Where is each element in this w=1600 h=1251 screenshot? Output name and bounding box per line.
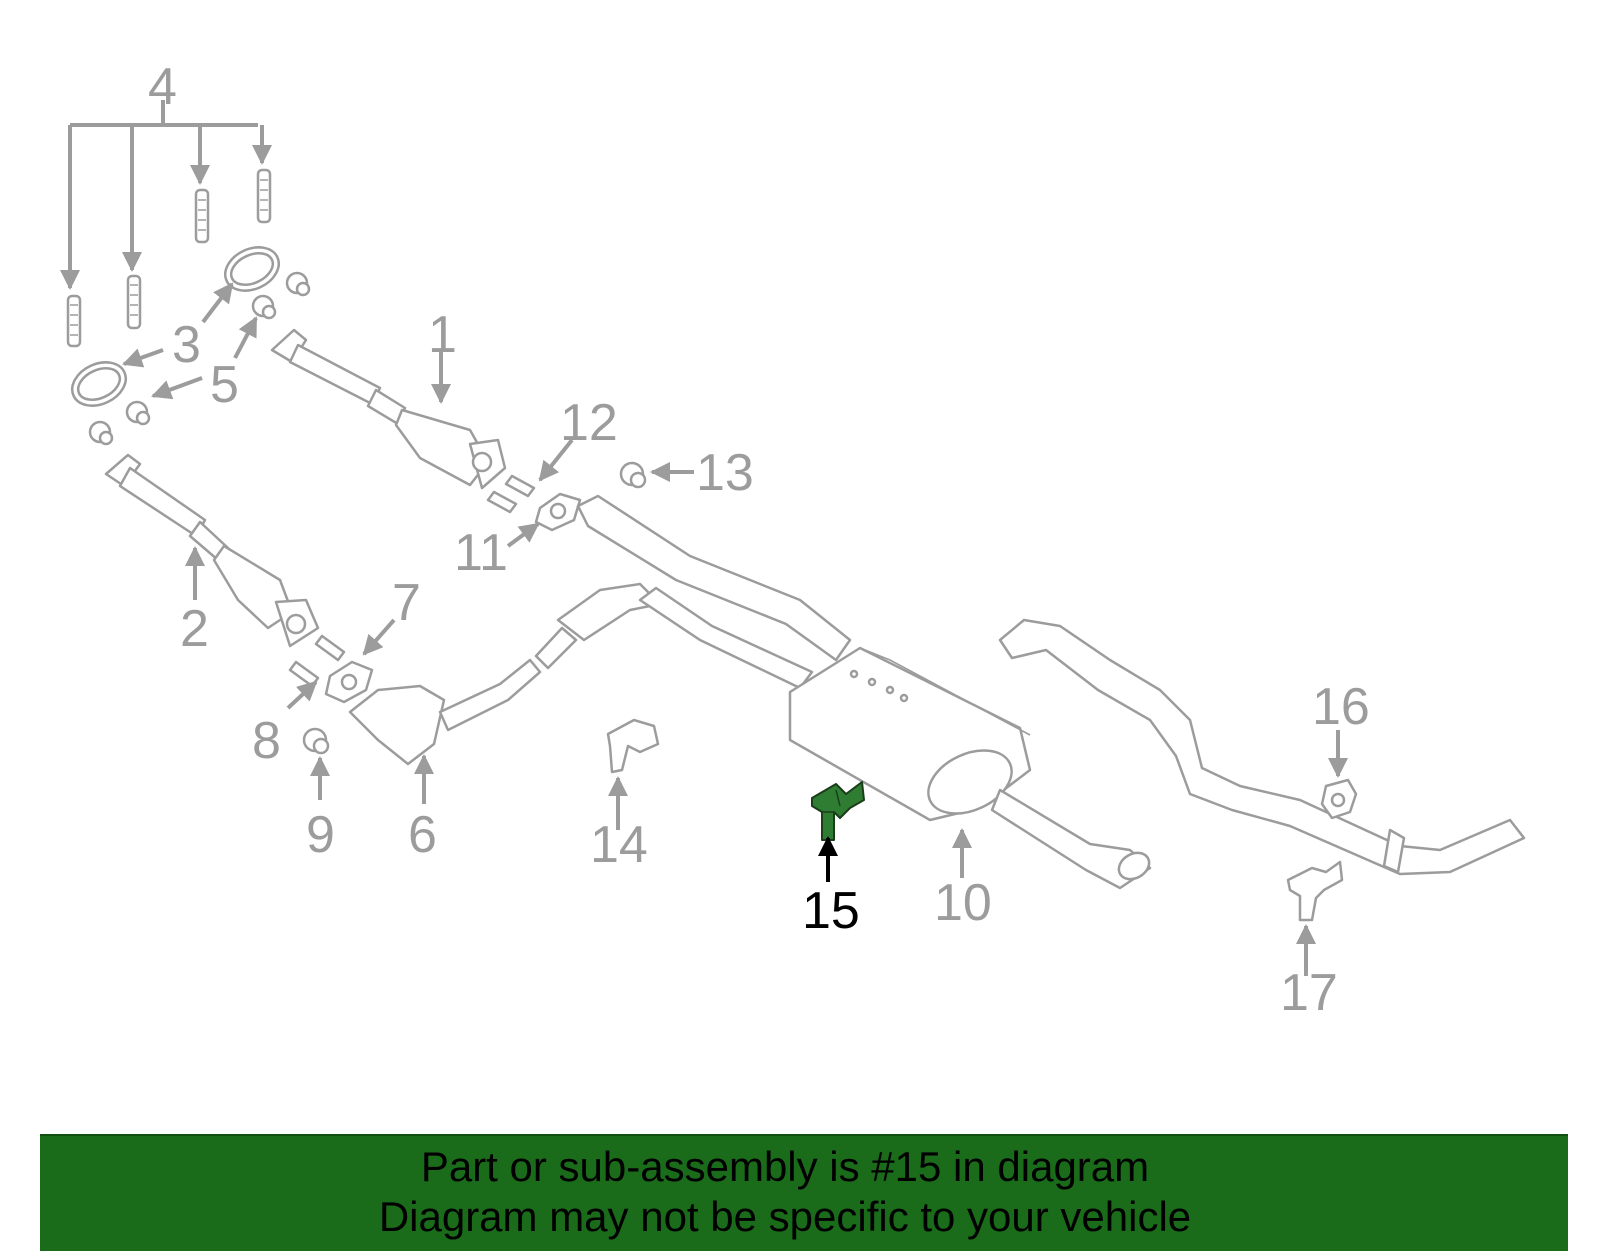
bracket-14[interactable] xyxy=(606,718,660,830)
callout-2: 2 xyxy=(180,600,209,658)
front-pipe-converter-2[interactable] xyxy=(104,453,320,648)
callout-1: 1 xyxy=(428,306,457,364)
exhaust-pipe-6[interactable] xyxy=(348,582,662,804)
callout-7: 7 xyxy=(392,574,421,632)
banner-part-line: Part or sub-assembly is #15 in diagram xyxy=(420,1143,1150,1190)
nuts-5[interactable] xyxy=(88,271,311,446)
gaskets-3[interactable] xyxy=(65,239,286,414)
bracket-15[interactable] xyxy=(811,781,865,882)
callout-14: 14 xyxy=(590,816,648,874)
callout-13: 13 xyxy=(696,444,754,502)
callout-6: 6 xyxy=(408,806,437,864)
callout-4: 4 xyxy=(148,58,177,116)
gasket-11[interactable] xyxy=(506,492,582,548)
callout-9: 9 xyxy=(306,806,335,864)
studs-group-4[interactable] xyxy=(60,100,272,348)
exhaust-parts-diagram: 1 2 3 4 5 6 7 8 9 10 11 12 13 14 15 16 1… xyxy=(60,58,1526,1022)
callout-11: 11 xyxy=(454,524,508,582)
callout-16: 16 xyxy=(1312,678,1370,736)
callout-8: 8 xyxy=(252,712,281,770)
banner-disclaimer-line: Diagram may not be specific to your vehi… xyxy=(378,1193,1192,1240)
callout-15: 15 xyxy=(802,882,860,940)
bolts-12[interactable] xyxy=(486,438,574,514)
callout-10: 10 xyxy=(934,874,992,932)
front-pipe-converter-1[interactable] xyxy=(270,328,507,490)
callout-12: 12 xyxy=(560,394,618,452)
callout-3: 3 xyxy=(172,316,201,374)
bracket-17[interactable] xyxy=(1286,860,1344,976)
nut-9[interactable] xyxy=(302,727,330,800)
gasket-7[interactable] xyxy=(324,618,396,704)
callout-17: 17 xyxy=(1280,964,1338,1022)
nut-13[interactable] xyxy=(619,461,694,489)
info-banner: Part or sub-assembly is #15 in diagram D… xyxy=(40,1134,1568,1251)
muffler-assembly-10[interactable] xyxy=(576,494,1154,890)
bolts-8[interactable] xyxy=(286,634,346,710)
callout-5: 5 xyxy=(210,356,239,414)
tail-pipe-assembly[interactable] xyxy=(998,618,1526,876)
hanger-16[interactable] xyxy=(1320,730,1358,820)
